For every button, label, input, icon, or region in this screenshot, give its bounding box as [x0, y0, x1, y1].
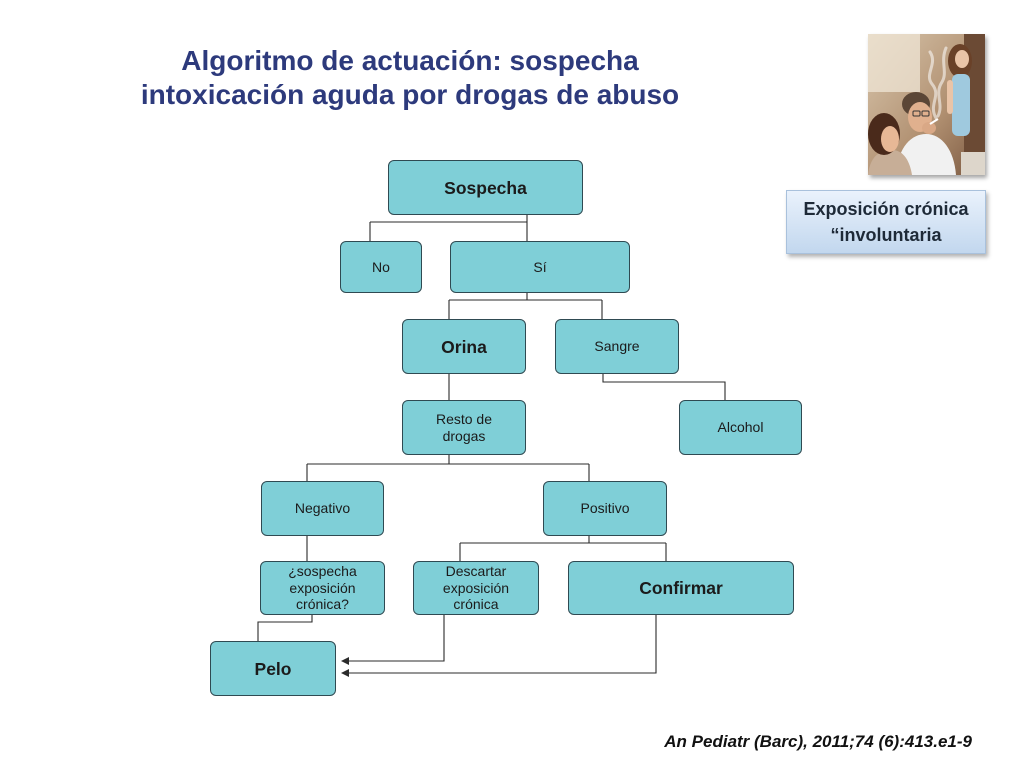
side-note-exposicion-cronica: Exposición crónica “involuntaria — [786, 190, 986, 254]
node-sospecha-cronica: ¿sospecha exposición crónica? — [260, 561, 385, 615]
node-sospecha: Sospecha — [388, 160, 583, 215]
girl-figure — [947, 44, 972, 136]
connector-sangre-to-alcohol — [602, 374, 726, 400]
woman-figure — [868, 113, 912, 175]
node-no-label: No — [372, 258, 390, 275]
node-confirmar-label: Confirmar — [639, 578, 723, 598]
node-resto-drogas: Resto de drogas — [402, 400, 526, 455]
connector-positivo-to-descartar-confirmar — [459, 536, 667, 561]
node-alcohol-label: Alcohol — [717, 419, 764, 436]
node-orina: Orina — [402, 319, 526, 374]
node-si: Sí — [450, 241, 630, 293]
node-sangre: Sangre — [555, 319, 679, 374]
smoking-family-illustration — [868, 34, 985, 175]
connector-si-to-orina-sangre — [448, 293, 603, 319]
side-note-line-2: “involuntaria — [830, 225, 942, 245]
node-resto-drogas-label: Resto de drogas — [435, 411, 493, 444]
node-orina-label: Orina — [441, 336, 487, 357]
node-negativo: Negativo — [261, 481, 384, 536]
node-descartar: Descartar exposición crónica — [413, 561, 539, 615]
side-note-line-1: Exposición crónica — [803, 199, 969, 219]
node-si-label: Sí — [533, 258, 547, 275]
smoking-family-photo — [868, 34, 985, 175]
node-sangre-label: Sangre — [594, 338, 640, 355]
node-positivo: Positivo — [543, 481, 667, 536]
node-sospecha-label: Sospecha — [444, 177, 527, 198]
arrow-descartar-to-pelo — [341, 615, 445, 665]
node-pelo-label: Pelo — [254, 658, 292, 679]
node-no: No — [340, 241, 422, 293]
node-alcohol: Alcohol — [679, 400, 802, 455]
slide-title-line-2: intoxicación aguda por drogas de abuso — [140, 79, 680, 110]
smoke — [927, 46, 948, 120]
node-negativo-label: Negativo — [294, 500, 351, 517]
node-sospecha-cronica-label: ¿sospecha exposición crónica? — [288, 563, 357, 613]
connector-sospecha-cronica-to-pelo — [257, 615, 313, 641]
slide-title-line-1: Algoritmo de actuación: sospecha — [181, 45, 639, 76]
slide-title: Algoritmo de actuación: sospecha intoxic… — [90, 44, 730, 112]
arrow-confirmar-to-pelo — [341, 615, 657, 677]
node-descartar-label: Descartar exposición crónica — [442, 563, 510, 613]
node-positivo-label: Positivo — [580, 500, 630, 517]
man-figure — [896, 92, 956, 175]
node-confirmar: Confirmar — [568, 561, 794, 615]
node-pelo: Pelo — [210, 641, 336, 696]
connector-resto-drogas-to-negativo-positivo — [306, 455, 590, 481]
citation: An Pediatr (Barc), 2011;74 (6):413.e1-9 — [664, 732, 972, 751]
connector-sospecha-to-no-si — [369, 215, 528, 241]
